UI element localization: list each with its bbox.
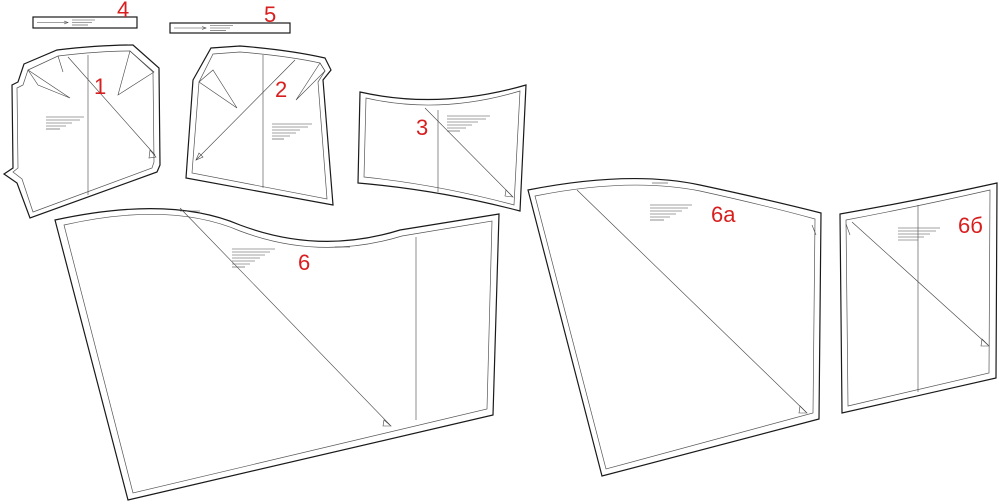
piece-label-2: 2: [275, 77, 287, 102]
pattern-piece-6a: 6а: [527, 177, 822, 477]
piece-label-6b: 6б: [958, 213, 983, 238]
pattern-piece-3: 3: [357, 84, 527, 212]
piece-label-4: 4: [117, 0, 129, 22]
piece-6a-text-block: [650, 204, 692, 221]
piece-3-text-block: [447, 115, 490, 132]
piece-5-text-block: [210, 25, 233, 31]
piece-label-3: 3: [416, 115, 428, 140]
piece-1-text-block: [46, 116, 84, 130]
piece-label-1: 1: [94, 74, 106, 99]
piece-4-text-block: [72, 19, 95, 26]
pattern-piece-2: 2: [185, 45, 334, 206]
piece-6-text-block: [232, 248, 275, 268]
pattern-piece-6b: 6б: [839, 182, 998, 414]
pattern-piece-6: 6: [54, 207, 500, 501]
piece-2-text-block: [272, 123, 312, 140]
piece-label-5: 5: [264, 2, 276, 27]
pattern-piece-1: 1: [2, 44, 161, 219]
pattern-piece-4: 4: [32, 0, 138, 29]
piece-label-6a: 6а: [711, 202, 736, 227]
piece-6b-text-block: [898, 227, 940, 241]
pattern-piece-5: 5: [169, 2, 291, 34]
piece-label-6: 6: [298, 250, 310, 275]
